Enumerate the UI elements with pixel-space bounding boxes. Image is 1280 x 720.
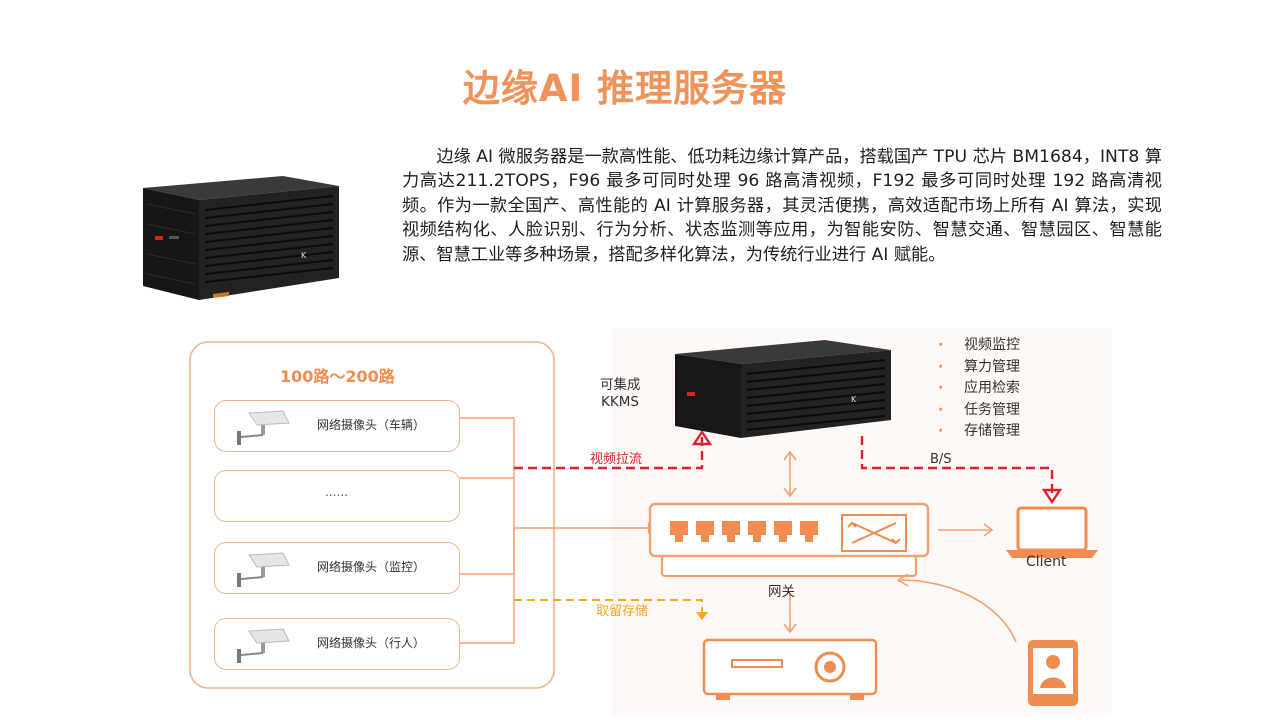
feature-bullet: ·	[938, 337, 944, 353]
client-label: Client	[1026, 554, 1067, 570]
storage-nvr-icon	[702, 638, 878, 700]
feature-bullet: ·	[938, 401, 944, 418]
storage-line	[514, 599, 703, 616]
page-title: 边缘AI 推理服务器	[462, 67, 788, 110]
gateway-client-arrow	[938, 523, 994, 537]
feature-label: 算力管理	[964, 358, 1020, 375]
camera-range-label: 100路～200路	[280, 367, 395, 386]
camera-label: 网络摄像头（行人）	[317, 636, 426, 650]
camera-box-monitor: 网络摄像头（监控）	[214, 542, 460, 594]
camera-box-vehicle: 网络摄像头（车辆）	[214, 400, 460, 452]
ellipsis-label: ......	[325, 485, 348, 499]
camera-label: 网络摄像头（车辆）	[317, 418, 426, 432]
video-pull-line	[514, 436, 1054, 494]
feature-label: 存储管理	[964, 423, 1020, 439]
mobile-gateway-arrow	[896, 573, 1017, 643]
feature-item: · 视频监控	[938, 335, 1020, 357]
gateway-label: 网关	[768, 584, 795, 600]
diagram-canvas: K	[189, 328, 1112, 716]
client-laptop-icon	[1006, 506, 1098, 558]
camera-icon	[237, 552, 290, 587]
svg-text:K: K	[851, 395, 857, 404]
feature-bullet: ·	[938, 380, 944, 396]
product-description: 边缘 AI 微服务器是一款高性能、低功耗边缘计算产品，搭载国产 TPU 芯片 B…	[402, 147, 1162, 265]
gateway-storage-arrow	[783, 592, 797, 634]
camera-group-frame	[189, 341, 555, 689]
video-pull-label: 视频拉流	[590, 452, 643, 467]
feature-bullet: ·	[938, 358, 944, 375]
architecture-diagram: K	[180, 318, 1120, 718]
camera-icon	[237, 410, 290, 445]
mobile-phone-icon	[1028, 640, 1078, 706]
kkms-label-line1: 可集成	[600, 377, 641, 393]
kkms-label-line2: KKMS	[601, 394, 639, 410]
video-pull-arrowhead	[691, 429, 713, 446]
camera-label: 网络摄像头（监控）	[317, 560, 426, 574]
camera-icon	[237, 628, 290, 663]
feature-bullet: ·	[938, 423, 944, 439]
feature-label: 任务管理	[964, 401, 1020, 418]
feature-item: · 任务管理	[938, 400, 1020, 422]
feature-item: · 算力管理	[938, 357, 1020, 379]
feature-item: · 存储管理	[938, 421, 1020, 443]
bs-label: B/S	[930, 452, 952, 467]
svg-text:K: K	[301, 251, 307, 260]
server-unit: K	[675, 340, 891, 438]
feature-label: 应用检索	[964, 380, 1020, 396]
camera-box-more: ......	[214, 470, 460, 522]
camera-box-pedestrian: 网络摄像头（行人）	[214, 618, 460, 670]
storage-label: 取留存储	[596, 604, 649, 619]
gateway-switch	[648, 502, 930, 578]
feature-label: 视频监控	[964, 337, 1020, 353]
server-gateway-arrow	[783, 450, 797, 498]
feature-item: · 应用检索	[938, 378, 1020, 400]
server-photo: K	[143, 176, 339, 300]
bs-arrowhead	[1041, 488, 1063, 505]
feature-list: · 视频监控 · 算力管理 · 应用检索 · 任务管理 · 存储管理	[938, 335, 1020, 443]
